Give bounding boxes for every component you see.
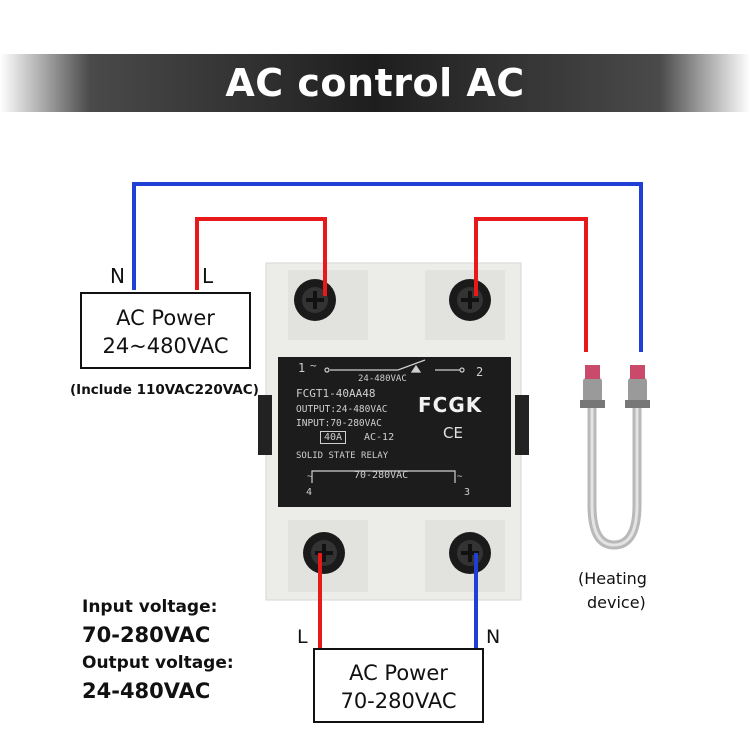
wire-top-live [195,217,327,296]
top-l-label: L [202,264,214,288]
wiring [132,182,643,650]
relay-tilde-top: ~ [310,359,317,372]
relay-control-voltage: 70-280VAC [354,470,409,481]
relay-tilde-bottom-right: ~ [457,472,463,482]
ce-mark-icon: CE [443,424,463,442]
screw-terminal-4 [303,532,345,574]
wire-load-live [474,217,588,352]
screw-terminal-3 [449,532,491,574]
relay-terminal-3: 3 [464,487,471,498]
relay-input-rating: INPUT:70-280VAC [296,418,382,429]
relay-switch-symbol [311,359,465,483]
top-supply-note: (Include 110VAC220VAC) [70,382,259,398]
relay-terminal-1: 1 [298,361,306,375]
bottom-ac-power-title: AC Power [349,661,448,685]
bottom-ac-power-voltage: 70-280VAC [340,689,457,713]
relay-switch-voltage: 24-480VAC [358,374,407,384]
relay-brand-logo: FCGK [418,393,483,417]
input-voltage-label: Input voltage: [82,597,218,617]
bottom-n-label: N [486,626,501,648]
relay-label-panel [278,357,511,507]
wire-top-neutral [132,182,643,352]
top-ac-power-title: AC Power [116,306,215,330]
output-voltage-label: Output voltage: [82,653,234,673]
heating-device-label-2: device) [587,593,646,612]
relay-type: SOLID STATE RELAY [296,451,389,461]
input-voltage-value: 70-280VAC [82,623,211,647]
relay-terminal-4: 4 [306,487,313,498]
top-ac-power-box: AC Power 24~480VAC [80,292,251,369]
relay-model: FCGT1-40AA48 [296,387,376,400]
bottom-l-label: L [297,626,308,648]
title-banner [0,54,750,112]
top-ac-power-voltage: 24~480VAC [102,334,229,358]
output-voltage-value: 24-480VAC [82,679,211,703]
screw-terminal-2 [449,279,491,321]
relay-tilde-bottom-left: ~ [307,472,313,482]
screw-terminal-1 [294,279,336,321]
heating-device-label-1: (Heating [578,569,647,588]
relay-output-rating: OUTPUT:24-480VAC [296,404,388,415]
bottom-ac-power-box: AC Power 70-280VAC [313,648,484,723]
relay-terminal-2: 2 [476,365,484,379]
heating-element [580,365,650,550]
top-n-label: N [110,264,125,288]
relay-current-rating: 40A [320,431,347,444]
page-title: AC control AC [225,61,525,105]
relay-ac-class: AC-12 [364,432,395,443]
